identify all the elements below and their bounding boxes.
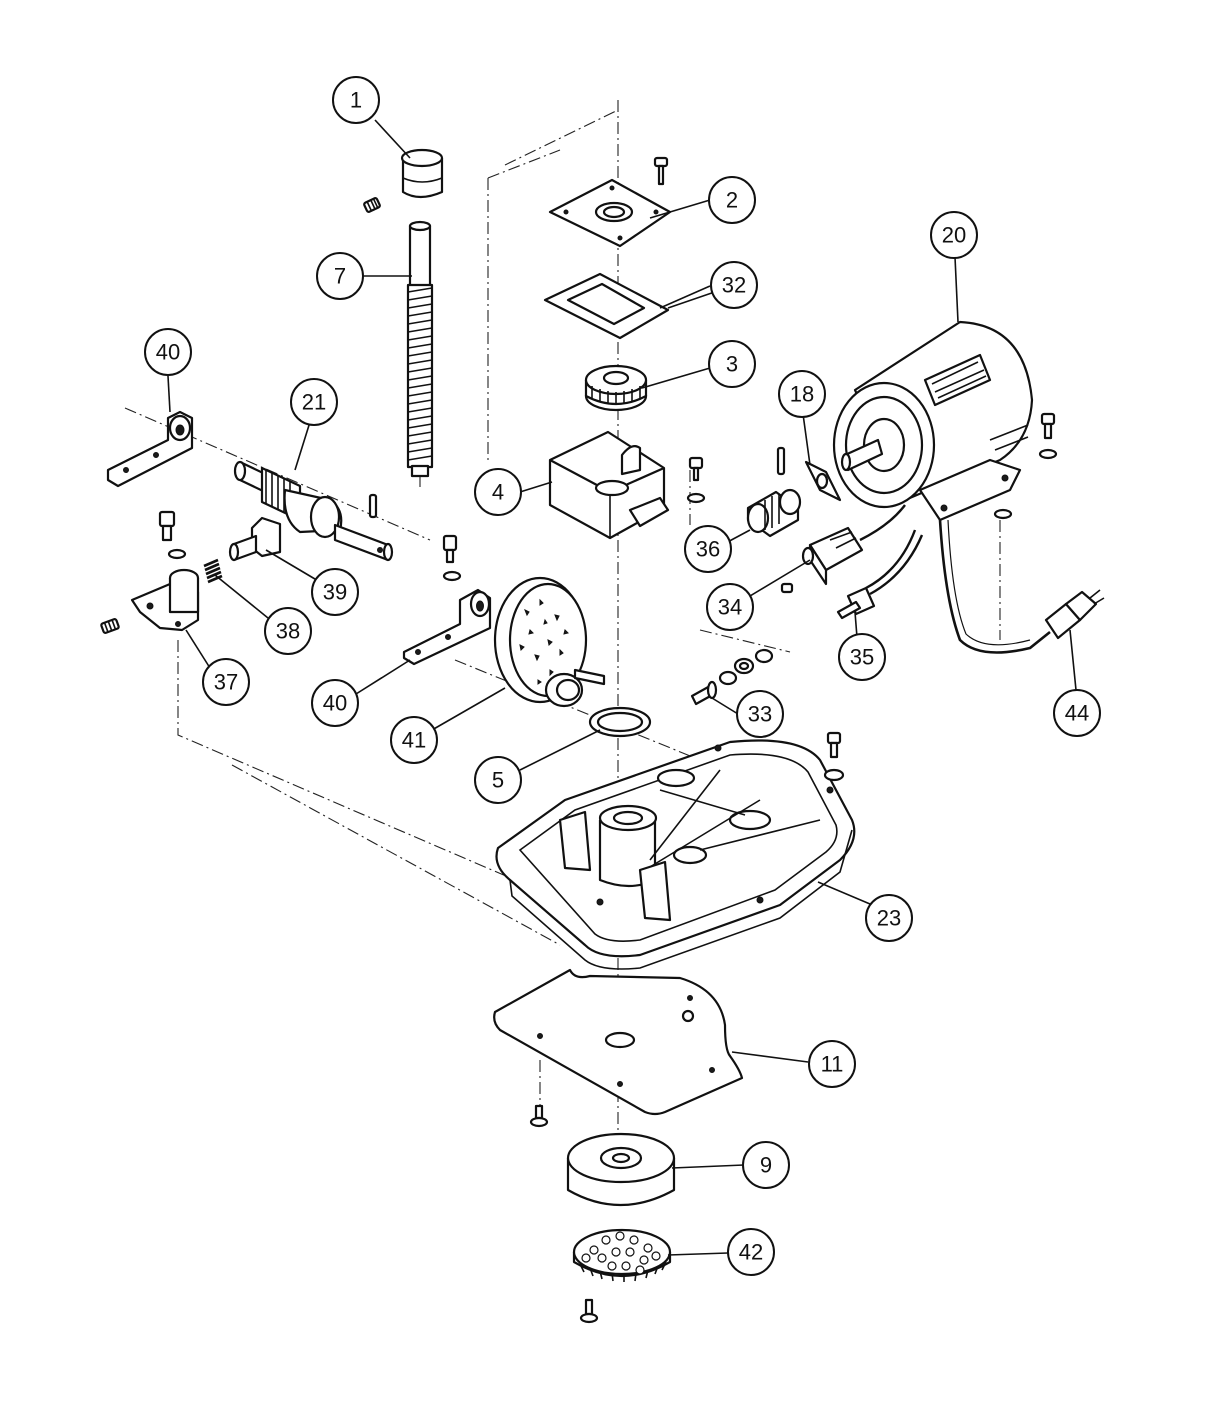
callout-label: 7 bbox=[334, 264, 346, 289]
callout-39: 39 bbox=[311, 568, 359, 616]
callout-44: 44 bbox=[1053, 689, 1101, 737]
part-spring bbox=[203, 558, 223, 584]
callout-label: 41 bbox=[402, 728, 426, 753]
callout-3: 3 bbox=[708, 340, 756, 388]
part-grinding-wheel bbox=[493, 576, 606, 708]
callout-label: 40 bbox=[156, 340, 180, 365]
part-pad bbox=[572, 1228, 672, 1324]
callout-33: 33 bbox=[736, 690, 784, 738]
callout-9: 9 bbox=[742, 1141, 790, 1189]
callout-label: 38 bbox=[276, 619, 300, 644]
callout-32: 32 bbox=[710, 261, 758, 309]
callout-18: 18 bbox=[778, 370, 826, 418]
callout-41: 41 bbox=[390, 716, 438, 764]
part-bracket-lower bbox=[402, 534, 492, 666]
callout-21: 21 bbox=[290, 378, 338, 426]
callout-34: 34 bbox=[706, 583, 754, 631]
callout-label: 18 bbox=[790, 382, 814, 407]
callout-11: 11 bbox=[808, 1040, 856, 1088]
part-coupling bbox=[746, 446, 802, 538]
part-gasket-square bbox=[543, 272, 670, 340]
callout-label: 1 bbox=[350, 88, 362, 113]
part-key-block bbox=[228, 516, 282, 562]
part-lock-screw bbox=[690, 648, 774, 706]
callout-label: 21 bbox=[302, 390, 326, 415]
callout-label: 20 bbox=[942, 223, 966, 248]
part-gear bbox=[584, 364, 648, 412]
callout-40-upper: 40 bbox=[144, 328, 192, 376]
part-motor bbox=[832, 320, 1058, 522]
callout-1: 1 bbox=[332, 76, 380, 124]
callout-label: 33 bbox=[748, 702, 772, 727]
callout-label: 11 bbox=[821, 1052, 844, 1077]
part-boss-bracket bbox=[100, 510, 200, 634]
callout-label: 9 bbox=[760, 1153, 772, 1178]
callout-2: 2 bbox=[708, 176, 756, 224]
part-toggle-switch bbox=[836, 529, 924, 620]
callout-23: 23 bbox=[865, 894, 913, 942]
part-lead-screw bbox=[406, 220, 434, 478]
callout-4: 4 bbox=[474, 468, 522, 516]
part-power-cord bbox=[938, 519, 1105, 654]
callout-label: 40 bbox=[323, 691, 347, 716]
callout-label: 35 bbox=[850, 645, 874, 670]
part-small-plate bbox=[804, 460, 842, 502]
callout-label: 32 bbox=[722, 273, 746, 298]
callout-label: 34 bbox=[718, 595, 742, 620]
callout-37: 37 bbox=[202, 658, 250, 706]
callout-36: 36 bbox=[684, 525, 732, 573]
part-gear-housing bbox=[548, 430, 706, 540]
callout-40-lower: 40 bbox=[311, 679, 359, 727]
callout-label: 5 bbox=[492, 768, 504, 793]
callout-label: 42 bbox=[739, 1240, 763, 1265]
callout-7: 7 bbox=[316, 252, 364, 300]
callout-35: 35 bbox=[838, 633, 886, 681]
callout-38: 38 bbox=[264, 607, 312, 655]
part-bracket-upper bbox=[106, 410, 194, 488]
callout-label: 23 bbox=[877, 906, 901, 931]
part-wheel-hub bbox=[566, 1132, 676, 1206]
part-switch bbox=[780, 504, 906, 594]
part-base-casting bbox=[495, 731, 856, 970]
callout-label: 37 bbox=[214, 670, 238, 695]
callout-label: 4 bbox=[492, 480, 504, 505]
part-cover-plate bbox=[548, 156, 672, 248]
callout-label: 3 bbox=[726, 352, 738, 377]
leader-lines bbox=[167, 119, 1077, 1256]
part-bottom-plate bbox=[493, 968, 744, 1116]
callout-5: 5 bbox=[474, 756, 522, 804]
part-collar bbox=[363, 148, 444, 213]
callout-label: 39 bbox=[323, 580, 347, 605]
callout-42: 42 bbox=[727, 1228, 775, 1276]
callout-label: 44 bbox=[1065, 701, 1089, 726]
callout-20: 20 bbox=[930, 211, 978, 259]
part-screw-small bbox=[529, 1104, 549, 1128]
callout-label: 36 bbox=[696, 537, 720, 562]
part-pinion-shaft bbox=[233, 460, 394, 562]
callout-label: 2 bbox=[726, 188, 738, 213]
part-gasket-ring bbox=[588, 706, 652, 738]
